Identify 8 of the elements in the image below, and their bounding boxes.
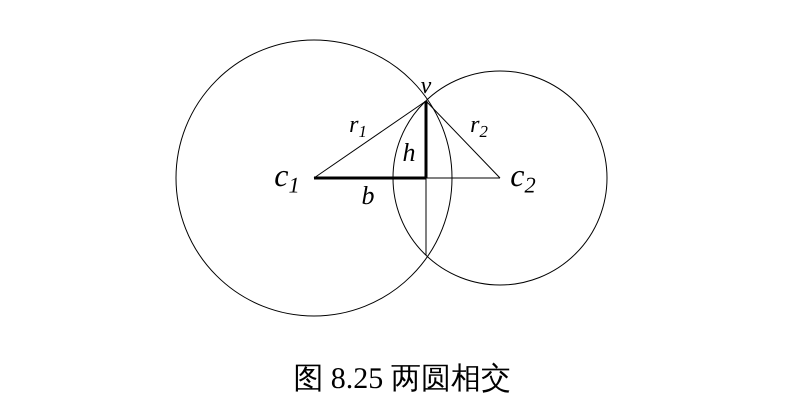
variable-label: v: [420, 74, 432, 98]
variable-label: r$_{1}$: [349, 113, 367, 141]
variable-label: c$_{1}$: [274, 158, 300, 198]
variable-label: r$_{2}$: [470, 113, 488, 141]
figure-caption: 图 8.25 两圆相交: [292, 361, 512, 397]
variable-label: c$_{2}$: [510, 158, 536, 198]
variable-label: h: [402, 140, 416, 166]
variable-label: b: [362, 183, 374, 209]
